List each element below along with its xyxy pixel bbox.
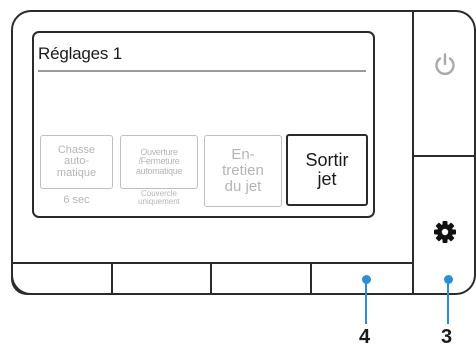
option-auto-open-close-value: Couvercle uniquement bbox=[138, 189, 180, 207]
option-extend-nozzle[interactable]: Sortir jet bbox=[286, 134, 368, 206]
callout-3-line bbox=[447, 280, 449, 324]
callout-3-number: 3 bbox=[441, 326, 453, 348]
softkey-divider bbox=[111, 262, 113, 295]
screen-title: Réglages 1 bbox=[38, 44, 123, 63]
callout-4-number: 4 bbox=[359, 326, 371, 348]
softkey-3[interactable] bbox=[210, 262, 312, 295]
callout-4-dot bbox=[362, 275, 371, 284]
option-auto-flush: Chasse auto- matique bbox=[40, 135, 113, 189]
display-screen bbox=[32, 31, 375, 218]
option-nozzle-maintenance: En- tretien du jet bbox=[204, 135, 282, 207]
callout-3-dot bbox=[444, 275, 453, 284]
softkey-1[interactable] bbox=[11, 262, 113, 295]
title-divider bbox=[38, 70, 366, 72]
option-extend-nozzle-label: Sortir jet bbox=[305, 150, 349, 189]
softkey-divider bbox=[310, 262, 312, 295]
softkey-row-divider bbox=[11, 262, 414, 264]
option-nozzle-maintenance-label: En- tretien du jet bbox=[222, 146, 264, 195]
side-button-column bbox=[414, 10, 476, 295]
callout-4-line bbox=[365, 280, 367, 324]
option-auto-open-close-label: Ouverture /Fermeture automatique bbox=[135, 146, 183, 176]
softkey-divider bbox=[210, 262, 212, 295]
option-auto-flush-label: Chasse auto- matique bbox=[56, 143, 97, 179]
option-auto-open-close: Ouverture /Fermeture automatique bbox=[120, 135, 198, 189]
power-icon[interactable] bbox=[432, 52, 458, 78]
softkey-2[interactable] bbox=[111, 262, 212, 295]
side-button-divider bbox=[414, 155, 474, 157]
option-auto-flush-value: 6 sec bbox=[63, 194, 90, 206]
gear-icon[interactable] bbox=[432, 219, 458, 245]
